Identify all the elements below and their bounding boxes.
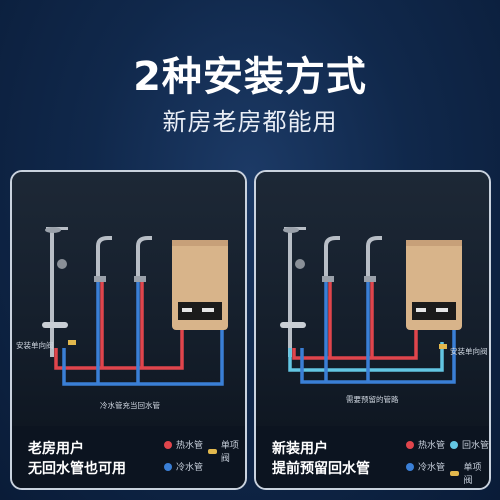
hot-water-pipe xyxy=(292,330,418,360)
footer-subtitle: 提前预留回水管 xyxy=(272,461,370,477)
return-water-pipe xyxy=(288,342,444,372)
check-valve-icon xyxy=(68,340,76,345)
pipe-caption: 冷水管充当回水管 xyxy=(100,401,160,410)
legend-valve: 单项阀 xyxy=(450,460,489,486)
return-pipe-icon xyxy=(450,440,458,449)
cold-water-pipe xyxy=(300,330,456,384)
legend-cold: 冷水管 xyxy=(164,460,203,473)
water-heater xyxy=(172,240,228,330)
shower-fixture xyxy=(280,227,306,357)
check-valve-icon xyxy=(439,344,447,349)
pipe-caption: 需要预留的管路 xyxy=(346,395,399,404)
faucet-2 xyxy=(134,236,152,282)
footer-title: 老房用户 xyxy=(28,441,84,457)
legend-return: 回水管 xyxy=(450,438,489,451)
footer-title: 新装用户 xyxy=(272,441,328,457)
hot-pipe-icon xyxy=(406,440,414,449)
pipe-diagram xyxy=(280,227,462,384)
new-house-installation-card: 安装单向阀 需要预留的管路 新装用户 提前预留回水管 热水管 回水管 冷水管 单… xyxy=(254,170,491,490)
card-footer: 新装用户 提前预留回水管 热水管 回水管 冷水管 单项阀 xyxy=(256,426,489,488)
hot-pipe-icon xyxy=(164,440,172,449)
page-subtitle: 新房老房都能用 xyxy=(162,108,338,136)
legend-cold: 冷水管 xyxy=(406,460,445,473)
faucet-2 xyxy=(364,236,382,282)
cold-pipe-icon xyxy=(164,462,172,471)
shower-fixture xyxy=(42,227,68,357)
valve-label: 安装单向阀 xyxy=(16,341,54,350)
faucet-1 xyxy=(94,236,112,282)
legend-hot: 热水管 xyxy=(164,438,203,451)
page-title: 2种安装方式 xyxy=(133,54,367,100)
pipe-diagram xyxy=(42,227,228,386)
old-house-installation-card: 安装单向阀 冷水管充当回水管 老房用户 无回水管也可用 热水管 单项阀 冷水管 xyxy=(10,170,247,490)
cold-pipe-icon xyxy=(406,462,414,471)
valve-icon xyxy=(450,470,460,476)
legend-hot: 热水管 xyxy=(406,438,445,451)
valve-label: 安装单向阀 xyxy=(450,347,488,356)
water-heater xyxy=(406,240,462,330)
faucet-1 xyxy=(322,236,340,282)
valve-icon xyxy=(208,448,217,454)
card-footer: 老房用户 无回水管也可用 热水管 单项阀 冷水管 xyxy=(12,426,245,488)
hot-water-pipe xyxy=(54,330,184,370)
installation-illustration: 安装单向阀 冷水管充当回水管 xyxy=(12,172,245,426)
installation-illustration: 安装单向阀 需要预留的管路 xyxy=(256,172,489,426)
footer-subtitle: 无回水管也可用 xyxy=(28,461,126,477)
cold-water-pipe xyxy=(62,330,224,386)
legend-valve: 单项阀 xyxy=(208,438,245,464)
